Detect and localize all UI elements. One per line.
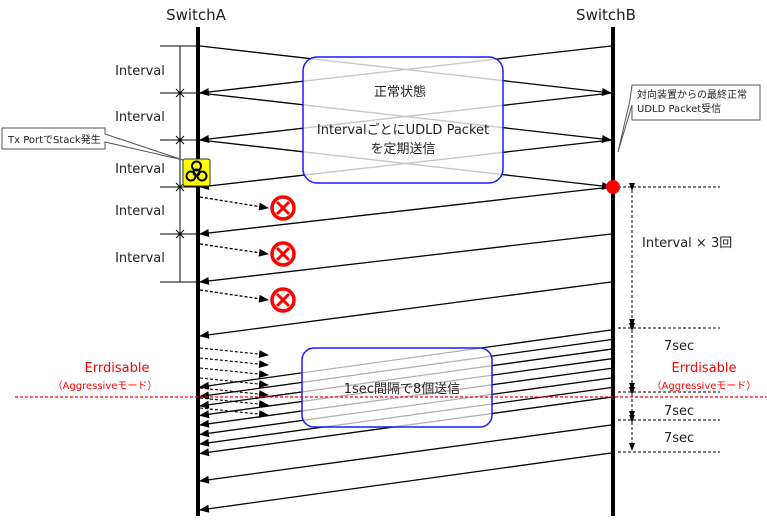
udld-packet-b-to-a: [199, 233, 612, 285]
callout-left-box: [1, 127, 184, 161]
callout-right-line2: UDLD Packet受信: [637, 103, 721, 115]
received-dot-icon: [606, 180, 620, 194]
errdisable-right-title: Errdisable: [672, 361, 737, 376]
udld-packet-b-to-a: [199, 281, 612, 339]
udld-packet-b-to-a: [199, 452, 612, 513]
interval-label: Interval: [115, 110, 165, 125]
blocked-packet: [199, 196, 269, 211]
blocked-packet: [199, 289, 269, 303]
interval-tick-mark: [175, 229, 185, 239]
aggressive-packet-a-to-b: [199, 347, 269, 359]
interval-tick-mark: [175, 88, 185, 98]
switch-a-label: SwitchA: [166, 6, 227, 24]
callout-right-box: [617, 84, 761, 153]
aggressive-packet-a-to-b: [199, 387, 269, 399]
blocked-x-icon: [270, 195, 296, 221]
aggressive-packet-a-to-b: [199, 357, 269, 369]
udld-packet-b-to-a: [199, 186, 612, 237]
interval-label: Interval: [115, 162, 165, 177]
interval-label: Interval: [115, 204, 165, 219]
errdisable-right-mode: （Aggressiveモード）: [652, 380, 757, 392]
udld-packet-b-to-a: [199, 424, 612, 484]
interval-x3-label: Interval × 3回: [642, 236, 732, 251]
sec-label: 7sec: [664, 404, 694, 419]
errdisable-left-title: Errdisable: [85, 361, 150, 376]
aggressive-packet-a-to-b: [199, 397, 269, 409]
normal-state-title: 正常状態: [374, 84, 426, 100]
switch-b-label: SwitchB: [576, 6, 636, 24]
blocked-x-icon: [270, 241, 296, 267]
aggressive-packet-a-to-b: [199, 407, 269, 419]
aggressive-box-text: 1sec間隔で8個送信: [344, 382, 460, 397]
normal-state-line1: IntervalごとにUDLD Packet: [317, 122, 489, 138]
aggressive-box: [301, 347, 493, 428]
aggressive-packet-a-to-b: [199, 367, 269, 379]
biohazard-icon: [182, 158, 211, 187]
callout-right-line1: 対向装置からの最終正常: [637, 88, 747, 101]
sec-label: 7sec: [664, 339, 694, 354]
aggressive-packet-a-to-b: [199, 377, 269, 389]
interval-label: Interval: [115, 64, 165, 79]
blocked-x-icon: [270, 287, 296, 313]
blocked-packet: [199, 243, 269, 257]
callout-left-text: Tx PortでStack発生: [7, 133, 101, 146]
normal-state-line2: を定期送信: [370, 142, 435, 157]
sec-label: 7sec: [664, 431, 694, 446]
normal-state-box: [302, 56, 504, 184]
errdisable-left-mode: （Aggressiveモード）: [53, 380, 158, 392]
interval-label: Interval: [115, 251, 165, 266]
interval-tick-mark: [175, 135, 185, 145]
